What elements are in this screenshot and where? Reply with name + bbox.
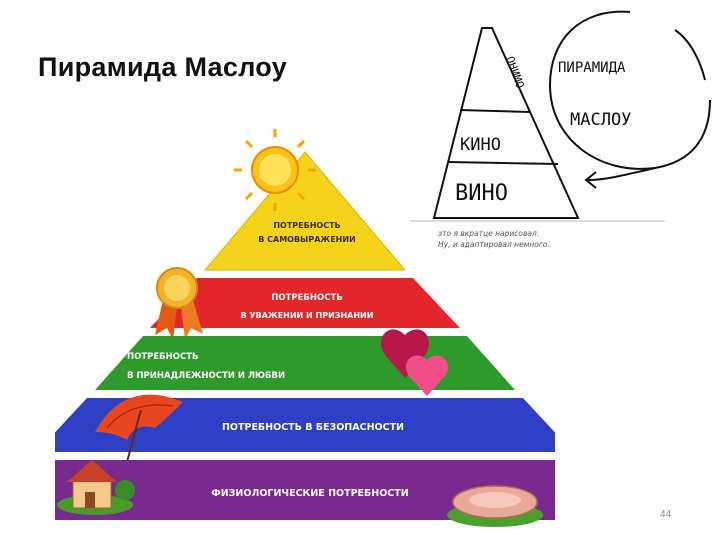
level-3-line2: В ПРИНАДЛЕЖНОСТИ И ЛЮБВИ [127, 371, 285, 381]
level-2-line2: В УВАЖЕНИИ И ПРИЗНАНИИ [241, 311, 374, 320]
medal-icon [155, 267, 203, 340]
level-3-line1: ПОТРЕБНОСТЬ [127, 352, 199, 362]
sketch-middle-label: КИНО [460, 135, 501, 155]
bubble-line1: ПИРАМИДА [558, 60, 626, 76]
house-icon [57, 460, 135, 515]
sketch-pyramid: ОНИМО КИНО ВИНО [432, 27, 580, 219]
level-2-line1: ПОТРЕБНОСТЬ [271, 293, 343, 303]
maslow-pyramid: ПОТРЕБНОСТЬ В САМОВЫРАЖЕНИИ ПОТРЕБНОСТЬ … [55, 129, 555, 527]
pyramid-level-1: ПОТРЕБНОСТЬ В САМОВЫРАЖЕНИИ [203, 151, 407, 271]
level-5-line1: ФИЗИОЛОГИЧЕСКИЕ ПОТРЕБНОСТИ [211, 488, 408, 499]
sketch-top-label: ОНИМО [503, 55, 527, 91]
pyramid-level-5: ФИЗИОЛОГИЧЕСКИЕ ПОТРЕБНОСТИ [55, 460, 555, 520]
bubble-line2: МАСЛОУ [570, 110, 631, 130]
pyramid-level-3: ПОТРЕБНОСТЬ В ПРИНАДЛЕЖНОСТИ И ЛЮБВИ [95, 336, 515, 390]
level-1-line2: В САМОВЫРАЖЕНИИ [258, 235, 356, 244]
slide-title: Пирамида Маслоу [38, 52, 288, 82]
sketch-bottom-label: ВИНО [455, 181, 508, 206]
page-number: 44 [660, 509, 672, 520]
food-icon [447, 485, 543, 527]
caption-line2: Ну, и адаптировал немного. [438, 240, 550, 249]
pyramid-level-4: ПОТРЕБНОСТЬ В БЕЗОПАСНОСТИ [55, 398, 555, 452]
sun-icon [234, 129, 316, 211]
pyramid-level-2: ПОТРЕБНОСТЬ В УВАЖЕНИИ И ПРИЗНАНИИ [150, 278, 460, 328]
level-4-line1: ПОТРЕБНОСТЬ В БЕЗОПАСНОСТИ [222, 422, 404, 433]
umbrella-icon [95, 394, 183, 463]
caption-line1: это я вкратце нарисовал. [438, 229, 540, 238]
hearts-icon [380, 329, 449, 396]
hand-drawn-sketch: ОНИМО КИНО ВИНО ПИРАМИДА МАСЛОУ [410, 10, 711, 222]
level-1-line1: ПОТРЕБНОСТЬ [273, 221, 340, 230]
sketch-caption: это я вкратце нарисовал. Ну, и адаптиров… [438, 228, 550, 250]
speech-bubble: ПИРАМИДА МАСЛОУ [548, 10, 711, 189]
